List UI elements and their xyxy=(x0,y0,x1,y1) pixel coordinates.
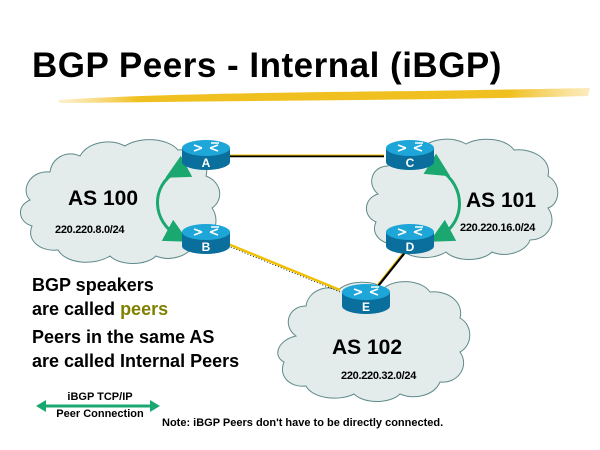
router-top xyxy=(386,224,434,240)
footnote: Note: iBGP Peers don't have to be direct… xyxy=(162,417,444,429)
router-b: B xyxy=(182,224,230,254)
as102-label: AS 102 xyxy=(332,336,403,359)
router-label: C xyxy=(406,156,415,170)
router-top xyxy=(182,140,230,156)
ibgp-arrow-a-b xyxy=(156,155,193,242)
legend-arrow xyxy=(36,400,160,412)
link-a-c xyxy=(230,154,384,158)
title-highlight-stroke xyxy=(58,88,590,103)
as100-network: 220.220.8.0/24 xyxy=(55,224,125,236)
router-arrows-icon xyxy=(193,226,219,236)
as100-label: AS 100 xyxy=(68,187,139,210)
router-a: A xyxy=(182,140,230,170)
body-line-2-prefix: are called xyxy=(32,299,121,319)
body-line-1: BGP speakers xyxy=(32,275,154,295)
as102-network: 220.220.32.0/24 xyxy=(341,370,417,382)
router-top xyxy=(182,224,230,240)
peers-highlight: peers xyxy=(120,299,169,319)
body-line-2: are called peers xyxy=(32,297,168,321)
router-d: D xyxy=(386,224,434,254)
router-label: E xyxy=(362,300,370,314)
legend-line-2: Peer Connection xyxy=(56,408,144,420)
router-label: A xyxy=(202,156,211,170)
router-top xyxy=(342,284,390,300)
router-arrows-icon xyxy=(193,142,219,152)
router-arrows-icon xyxy=(397,226,423,236)
router-label: D xyxy=(406,240,415,254)
router-arrows-icon xyxy=(353,286,379,296)
as101-network: 220.220.16.0/24 xyxy=(460,222,536,234)
router-top xyxy=(386,140,434,156)
body-line-3: Peers in the same AS xyxy=(32,327,215,347)
slide-title: BGP Peers - Internal (iBGP) xyxy=(32,46,502,85)
router-c: C xyxy=(386,140,434,170)
body-line-4: are called Internal Peers xyxy=(32,351,240,371)
link-b-e xyxy=(227,242,341,293)
router-arrows-icon xyxy=(397,142,423,152)
router-label: B xyxy=(202,240,211,254)
router-e: E xyxy=(342,284,390,314)
ibgp-arrow-c-d xyxy=(423,153,461,242)
as101-label: AS 101 xyxy=(466,189,537,212)
legend-line-1: iBGP TCP/IP xyxy=(67,391,133,403)
